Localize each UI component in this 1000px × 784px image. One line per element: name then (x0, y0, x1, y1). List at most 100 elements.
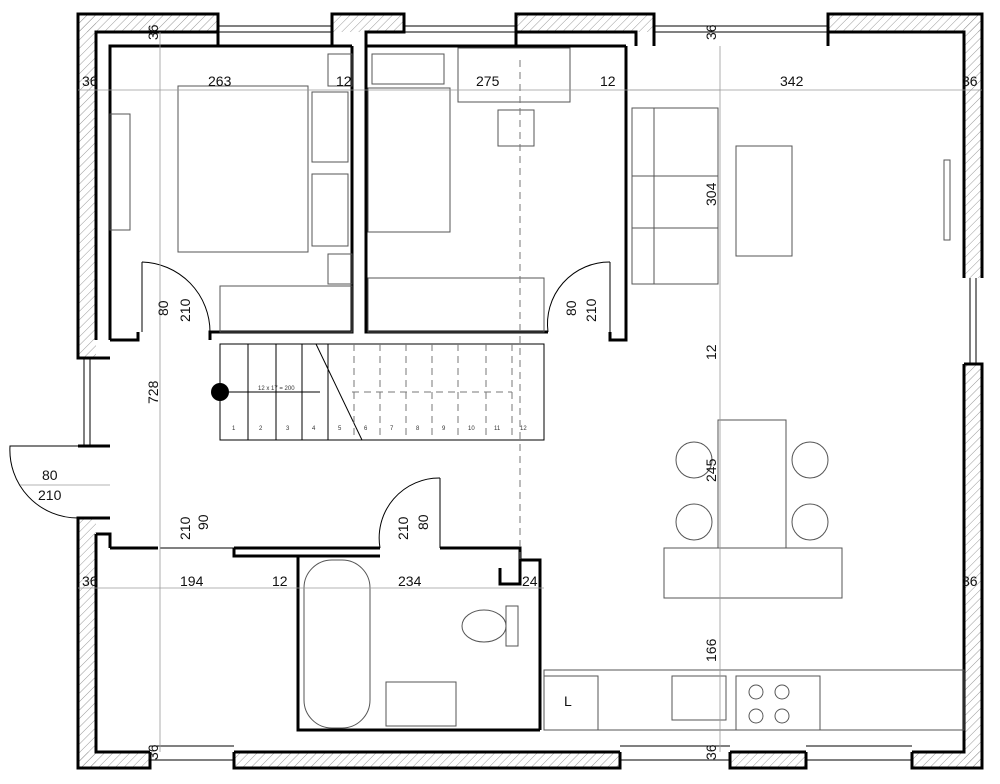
window-bottom-right (806, 745, 912, 761)
kitchen-island (717, 419, 787, 549)
stair-step-9: 9 (442, 426, 446, 432)
dim-top-right-wall: 36 (703, 24, 719, 40)
dim-partition-b: 12 (600, 73, 616, 89)
entrance-door-height: 210 (38, 487, 62, 503)
sink-cabinet (385, 681, 457, 727)
dim-living-width: 342 (780, 73, 804, 89)
stair-step-3: 3 (286, 426, 290, 432)
dim-kitchen-depth: 166 (703, 638, 719, 662)
stair-step-2: 2 (259, 426, 263, 432)
burner (748, 708, 764, 724)
stair-step-7: 7 (390, 426, 394, 432)
pillow (311, 91, 349, 163)
bedroom2-furniture (367, 47, 571, 333)
bedroom1-door (141, 261, 211, 333)
bath-door-height: 210 (395, 516, 411, 540)
toilet (461, 609, 507, 643)
burner (774, 708, 790, 724)
stair-step-4: 4 (312, 426, 316, 432)
toilet-tank (505, 605, 519, 647)
bar-stool (675, 503, 713, 541)
window-top-bedroom2 (404, 25, 516, 33)
bedroom2-door (547, 261, 611, 333)
dim-utility-width: 194 (180, 573, 204, 589)
dim-partition-a: 12 (336, 73, 352, 89)
fridge-label: L (564, 693, 572, 709)
bed2-door-height: 210 (583, 298, 599, 322)
dim-island-length: 245 (703, 458, 719, 482)
utility-door-width: 90 (195, 514, 211, 530)
dimension-labels: 36 36 36 36 263 12 275 12 342 304 12 245… (20, 24, 978, 760)
entrance-door (9, 444, 110, 519)
stair-step-10: 10 (468, 426, 475, 432)
double-bed (177, 85, 309, 253)
dim-bedroom2-width: 275 (476, 73, 500, 89)
staircase: 12 x 17 = 200 1 2 3 4 5 6 7 8 9 10 11 12 (211, 343, 545, 441)
bar-stool (791, 441, 829, 479)
stair-step-5: 5 (338, 426, 342, 432)
living-furniture (631, 107, 951, 285)
dim-top-left-wall: 36 (145, 24, 161, 40)
dim-bottom-left-wall: 36 (145, 744, 161, 760)
dim-sofa-depth: 304 (703, 182, 719, 206)
nightstand (327, 53, 353, 87)
doors (9, 261, 611, 549)
bed1-door-height: 210 (177, 298, 193, 322)
dim-partition-d: 24 (522, 573, 538, 589)
bar-stool (791, 503, 829, 541)
dim-left-wall-lower: 36 (82, 573, 98, 589)
stair-step-12: 12 (520, 426, 527, 432)
pillow (371, 53, 445, 85)
bar-stool (675, 441, 713, 479)
window-right (969, 278, 977, 364)
stair-step-8: 8 (416, 426, 420, 432)
island-counter (663, 547, 843, 599)
utility-door-height: 210 (177, 516, 193, 540)
dresser (219, 285, 353, 333)
cooktop (735, 675, 821, 731)
window-top-living (654, 25, 828, 33)
insulation-layer (78, 14, 982, 768)
desk (457, 47, 571, 103)
dining-furniture (663, 419, 843, 599)
dim-partition-c: 12 (272, 573, 288, 589)
stair-note: 12 x 17 = 200 (258, 386, 295, 392)
dim-bottom-right-wall: 36 (703, 744, 719, 760)
kitchen-fixtures: L (543, 669, 965, 731)
interior-walls (96, 44, 628, 732)
dim-left-wall-upper: 36 (82, 73, 98, 89)
dim-right-wall-lower: 36 (962, 573, 978, 589)
kitchen-counter (543, 669, 965, 731)
fridge (543, 675, 599, 731)
dimension-lines (78, 32, 982, 752)
bath-door-width: 80 (415, 514, 431, 530)
stair-steps (247, 344, 513, 440)
chair (497, 109, 535, 147)
kitchen-sink (671, 675, 727, 721)
dim-bathroom-width: 234 (398, 573, 422, 589)
bathroom-fixtures (303, 559, 519, 729)
burner (774, 684, 790, 700)
dim-bedroom1-width: 263 (208, 73, 232, 89)
bedroom1-furniture (109, 53, 353, 333)
sofa (631, 107, 719, 285)
bathroom-door (378, 477, 441, 549)
windows (83, 25, 977, 761)
pillow (311, 173, 349, 247)
bed1-door-width: 80 (155, 300, 171, 316)
dim-overall-height: 728 (145, 380, 161, 404)
bathtub (303, 559, 371, 729)
dim-living-gap: 12 (703, 344, 719, 360)
window-bottom-left (150, 745, 234, 761)
dim-right-wall-upper: 36 (962, 73, 978, 89)
tv-panel (943, 159, 951, 241)
wardrobe (109, 113, 131, 231)
window-top-bedroom1 (218, 25, 332, 33)
exterior-walls (76, 12, 984, 770)
single-bed (367, 87, 451, 233)
coffee-table (735, 145, 793, 257)
wardrobe (367, 277, 545, 333)
stair-step-6: 6 (364, 426, 368, 432)
window-left (83, 358, 91, 446)
